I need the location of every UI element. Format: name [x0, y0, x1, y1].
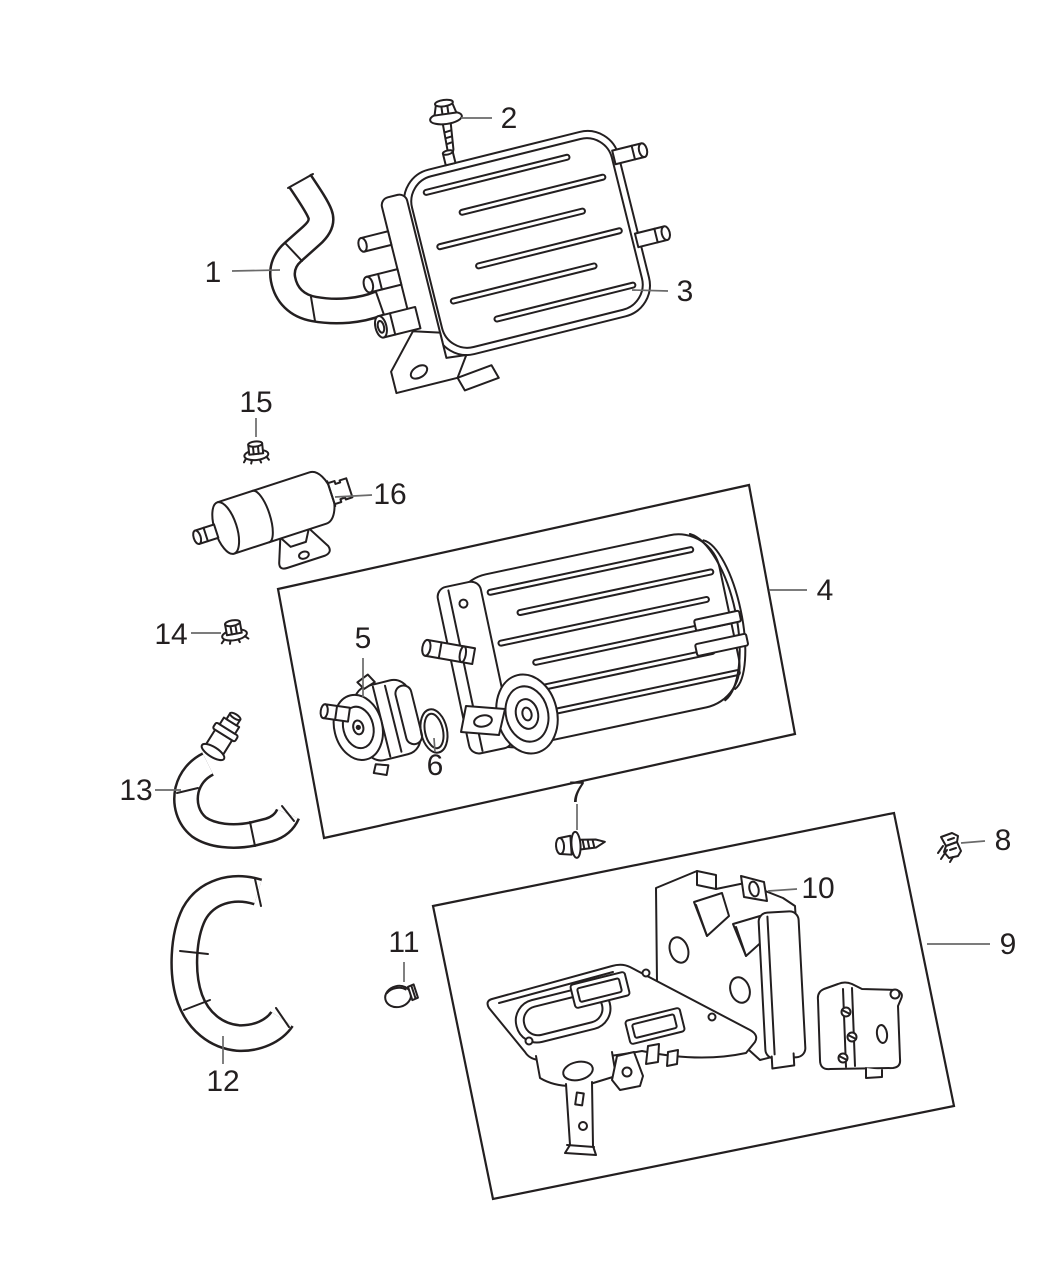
callout-3-label: 3	[677, 275, 694, 308]
part-filter	[192, 470, 354, 570]
part-oring	[419, 708, 449, 754]
support-bracket-tab	[740, 875, 768, 902]
part-screw-upper	[429, 98, 463, 160]
callout-6: 6	[427, 737, 444, 782]
part-elbow-hose	[173, 711, 300, 849]
callout-16-leader	[334, 494, 373, 498]
callout-4-label: 4	[817, 574, 834, 607]
callout-3: 3	[631, 275, 694, 308]
callout-9: 9	[927, 928, 1016, 961]
callout-15-label: 15	[239, 386, 272, 419]
part-clip	[937, 832, 962, 863]
callout-11-label: 11	[388, 926, 419, 959]
callout-15: 15	[239, 386, 273, 437]
canister-inlet-nipple	[421, 638, 477, 666]
part-canister-assembly	[421, 532, 749, 755]
callout-8-leader	[960, 840, 986, 844]
assembly-box-canister	[276, 483, 797, 840]
callout-1: 1	[205, 256, 281, 289]
callout-14: 14	[154, 618, 221, 651]
part-hose-upper	[269, 173, 386, 325]
callout-12-label: 12	[206, 1065, 239, 1098]
callout-13-label: 13	[119, 774, 152, 807]
callout-4: 4	[769, 574, 833, 607]
callout-3-leader	[631, 289, 669, 292]
callout-2-label: 2	[501, 102, 518, 135]
callout-10-label: 10	[801, 872, 834, 905]
assembly-box-bracket	[431, 811, 956, 1201]
part-pump	[319, 673, 424, 776]
callout-14-label: 14	[154, 618, 187, 651]
callout-7-label: 7	[569, 776, 586, 809]
callout-11: 11	[388, 926, 420, 982]
hose-connector	[200, 711, 242, 762]
callout-9-label: 9	[1000, 928, 1017, 961]
pump-nipple	[319, 703, 351, 723]
part-hose-lower	[170, 875, 294, 1053]
part-screw-lower	[555, 830, 606, 859]
callout-10-leader	[767, 888, 798, 892]
callouts: 1 2 3 4 5 6 7 8 9 10 11 12 13 14 15 16	[119, 102, 1016, 1098]
callout-8-label: 8	[995, 824, 1012, 857]
part-canister-upper	[357, 130, 671, 395]
callout-2: 2	[461, 102, 517, 135]
callout-5-label: 5	[355, 622, 372, 655]
callout-6-leader	[433, 737, 436, 753]
callout-13: 13	[119, 774, 181, 807]
part-nut-small	[243, 440, 270, 465]
callout-6-label: 6	[427, 749, 444, 782]
canister-nipple-side	[633, 225, 671, 249]
bracket-strap-plate	[816, 981, 903, 1079]
part-plug	[384, 983, 419, 1009]
callout-1-leader	[231, 269, 281, 272]
callout-1-label: 1	[205, 256, 222, 289]
canister-nipple-top	[611, 142, 649, 166]
part-nut	[220, 619, 250, 645]
callout-5: 5	[355, 622, 372, 697]
callout-7: 7	[569, 776, 586, 830]
part-bracket-assembly	[486, 870, 903, 1156]
callout-10: 10	[767, 872, 835, 905]
callout-16-label: 16	[373, 478, 406, 511]
callout-8: 8	[960, 824, 1012, 857]
callout-12: 12	[206, 1036, 240, 1098]
callout-16: 16	[334, 478, 407, 511]
